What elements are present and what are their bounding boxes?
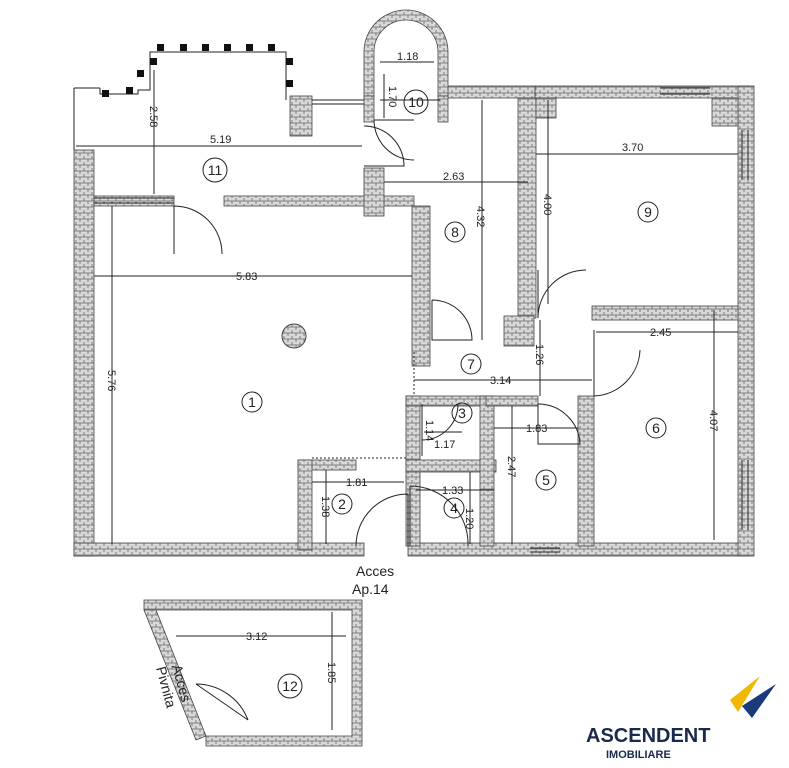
room-number: 1 [248, 394, 256, 410]
dim-label: 1.33 [442, 485, 463, 497]
dimension-lines [76, 61, 738, 730]
dim-label: 1.17 [434, 439, 455, 451]
dim-label: 1.18 [397, 51, 418, 63]
room-number: 4 [450, 500, 458, 516]
room-9-marker: 9 [637, 201, 659, 223]
wall-r10-right [437, 95, 449, 123]
wall-r1-top-a [93, 195, 175, 207]
dim-label: 1.70 [386, 86, 398, 107]
wall-r9-notch [711, 97, 739, 127]
wall-r2-left [297, 459, 313, 551]
door-r4 [409, 485, 469, 547]
wall-r10-arch [363, 9, 449, 97]
door-r3 [421, 403, 459, 441]
ascendent-logo: ASCENDENT IMOBILIARE [586, 676, 776, 761]
wall-r4-r5 [479, 395, 495, 547]
room-7-marker: 7 [460, 353, 482, 375]
door-cellar [195, 683, 249, 721]
wall-r12-outer [143, 599, 363, 747]
access-label-line2: Ap.14 [352, 581, 389, 597]
room-8-marker: 8 [444, 221, 466, 243]
door-r6 [593, 330, 641, 397]
dim-label: 5.76 [105, 370, 117, 391]
wall-r1-top-b [223, 195, 415, 207]
room-3-marker: 3 [451, 402, 473, 424]
room-11-marker: 11 [202, 157, 228, 183]
wall-r3-top [405, 395, 487, 407]
wall-r4-top [405, 459, 497, 473]
room-2-marker: 2 [331, 493, 353, 515]
room-1-marker: 1 [241, 391, 263, 413]
room-number: 12 [282, 678, 298, 694]
dim-label: 1.14 [423, 420, 435, 441]
room-number: 10 [408, 94, 424, 110]
dim-label: 3.70 [622, 142, 643, 154]
dim-label: 1.20 [463, 508, 475, 529]
room-12-marker: 12 [277, 673, 303, 699]
dim-label: 2.58 [147, 106, 159, 127]
chimney-icon [281, 323, 307, 349]
walls [73, 9, 755, 747]
dim-label: 4.07 [707, 410, 719, 431]
dim-label: 2.47 [505, 456, 517, 477]
wall-top-r9 [534, 85, 751, 99]
wall-bottom-left [73, 542, 365, 557]
access-label-line1: Acces [356, 563, 394, 579]
dim-label: 1.81 [346, 477, 367, 489]
door-r9 [537, 269, 587, 319]
doors [173, 119, 641, 721]
door-r1-r11 [173, 205, 223, 255]
wall-r6-r5 [577, 395, 595, 547]
room-number: 5 [542, 472, 550, 488]
logo-brand: ASCENDENT [586, 725, 710, 747]
wall-terrace-end [289, 95, 313, 137]
wall-top-r8 [439, 85, 536, 99]
room-number: 2 [338, 496, 346, 512]
wall-right [737, 85, 755, 557]
wall-r10-left [363, 95, 375, 123]
room-5-marker: 5 [535, 469, 557, 491]
room-number: 9 [644, 204, 652, 220]
wall-left [73, 149, 95, 557]
wall-r8-corner [503, 315, 535, 347]
door-r11-r8 [363, 125, 405, 167]
room-number: 11 [208, 162, 223, 178]
room-4-marker: 4 [443, 497, 465, 519]
door-entry [355, 493, 409, 547]
dim-label: 1.83 [526, 423, 547, 435]
terrace-posts [102, 44, 293, 97]
dim-label: 4.32 [474, 206, 486, 227]
dim-label: 3.12 [246, 631, 267, 643]
dim-label: 4.00 [541, 194, 553, 215]
logo-arrow-icon [742, 684, 776, 718]
wall-r8-r9 [517, 97, 537, 319]
wall-r9-notch-left [535, 97, 557, 119]
dim-label: 1.38 [319, 496, 331, 517]
room-10-marker: 10 [403, 89, 429, 115]
room-number: 3 [458, 405, 466, 421]
wall-r12-slant [143, 609, 207, 741]
dim-label: 3.14 [490, 375, 511, 387]
dim-label: 1.85 [325, 662, 337, 683]
logo-sub: IMOBILIARE [606, 749, 671, 761]
dim-label: 5.83 [236, 271, 257, 283]
room-number: 6 [652, 420, 660, 436]
door-r5 [537, 403, 581, 445]
dim-label: 2.63 [443, 171, 464, 183]
wall-r9-r6 [591, 305, 739, 321]
room-number: 8 [451, 224, 459, 240]
dimension-labels: 1.18 1.70 2.58 5.19 2.63 4.32 4.00 3.70 … [105, 51, 719, 683]
room-number: 7 [467, 356, 475, 372]
dim-label: 1.26 [533, 344, 545, 365]
room-numbers: 1 2 3 4 5 6 7 8 9 10 11 12 [202, 89, 667, 699]
logo-swoosh-icon [730, 676, 760, 712]
wall-step [363, 167, 385, 217]
room-6-marker: 6 [645, 417, 667, 439]
wall-r5-top [485, 395, 539, 407]
dim-label: 5.19 [210, 134, 231, 146]
wall-r1-r8 [411, 205, 431, 367]
dim-label: 2.45 [650, 327, 671, 339]
door-r8 [431, 299, 473, 341]
